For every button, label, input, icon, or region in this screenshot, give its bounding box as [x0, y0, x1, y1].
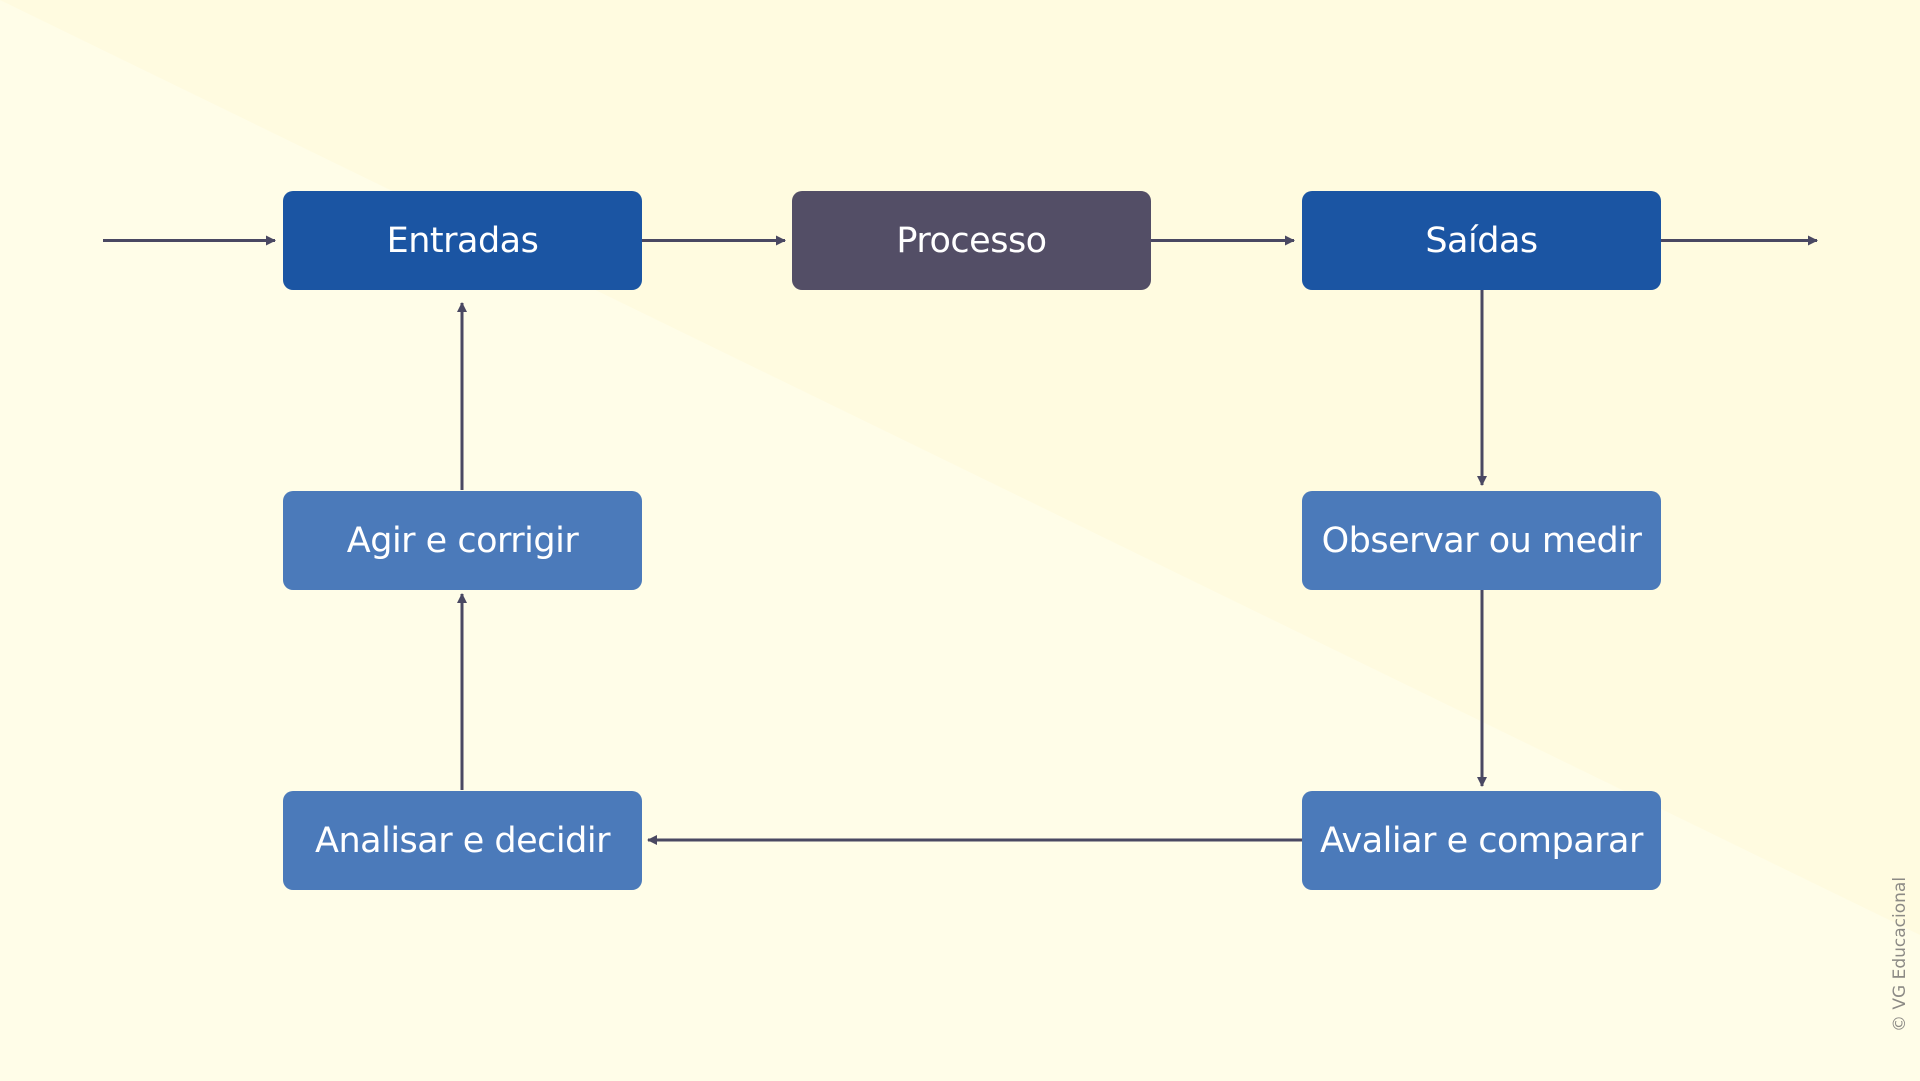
node-avaliar-label: Avaliar e comparar: [1320, 820, 1643, 861]
node-observar-ou-medir: Observar ou medir: [1302, 491, 1661, 590]
node-agir-label: Agir e corrigir: [346, 520, 579, 561]
node-processo-label: Processo: [896, 220, 1047, 261]
node-agir-e-corrigir: Agir e corrigir: [283, 491, 642, 590]
node-processo: Processo: [792, 191, 1151, 290]
node-observar-label: Observar ou medir: [1321, 520, 1642, 561]
node-saidas-label: Saídas: [1425, 220, 1538, 261]
node-avaliar-e-comparar: Avaliar e comparar: [1302, 791, 1661, 890]
node-analisar-label: Analisar e decidir: [315, 820, 610, 861]
copyright-credit: © VG Educacional: [1890, 876, 1910, 1032]
node-entradas-label: Entradas: [386, 220, 539, 261]
node-saidas: Saídas: [1302, 191, 1661, 290]
node-analisar-e-decidir: Analisar e decidir: [283, 791, 642, 890]
node-entradas: Entradas: [283, 191, 642, 290]
